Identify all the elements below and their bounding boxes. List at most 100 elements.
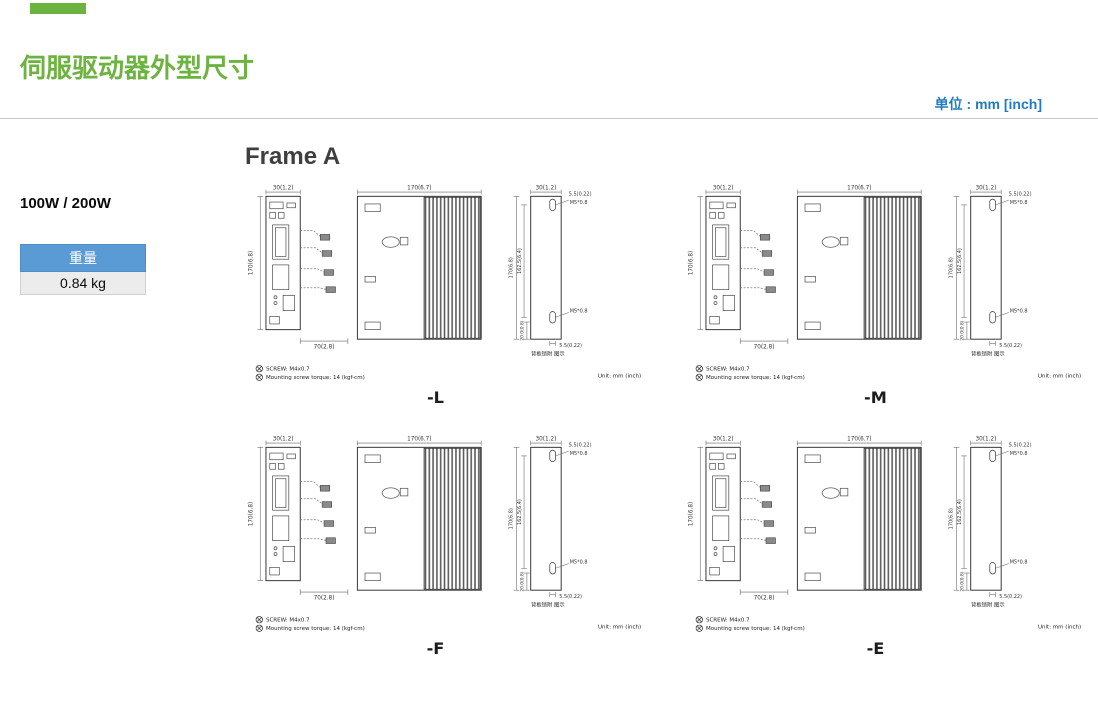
screw-icon: [695, 365, 703, 373]
frame-title: Frame A: [245, 143, 341, 170]
dim-front-height: 170(6.8): [689, 251, 695, 275]
weight-value: 0.84 kg: [20, 272, 146, 295]
dim-side-depth: 170(6.7): [847, 436, 871, 442]
side-dimension-lines: [357, 189, 482, 195]
screw-note: SCREW: M4x0.7: [266, 367, 310, 373]
rear-caption: 背板锁附 图示: [531, 600, 565, 608]
rear-dimension-lines: [953, 189, 1009, 346]
rear-dimension-lines: [953, 440, 1009, 597]
rear-view: [970, 446, 1002, 591]
dim-front-width: 30(1.2): [273, 436, 294, 442]
cable-plugs: [319, 484, 336, 544]
dim-rear-slot-top: 5.5(0.22): [569, 442, 592, 448]
unit-footnote: Unit: mm (inch): [598, 624, 641, 630]
dim-front-height: 170(6.8): [689, 502, 695, 526]
dim-rear-slot-top: 5.5(0.22): [1009, 442, 1032, 448]
rear-view: [530, 446, 562, 591]
dim-cable-width: 70(2.8): [754, 595, 775, 601]
rear-caption: 背板锁附 图示: [971, 600, 1005, 608]
rear-view: [530, 195, 562, 340]
dim-rear-screw-top: M5*0.8: [1010, 451, 1028, 457]
dim-front-height: 170(6.8): [249, 251, 255, 275]
front-dimension-lines: [697, 440, 789, 595]
side-dimension-lines: [357, 440, 482, 446]
dim-rear-slot-bottom: 5.5(0.22): [999, 343, 1022, 349]
page-title: 伺服驱动器外型尺寸: [20, 53, 255, 83]
dim-rear-width: 30(1.2): [536, 186, 557, 192]
unit-footnote: Unit: mm (inch): [598, 373, 641, 379]
front-view-details: [709, 201, 736, 325]
dim-rear-height: 170(6.8): [949, 508, 955, 529]
torque-icon: [695, 373, 703, 381]
dim-rear-screw-bottom: M5*0.8: [570, 309, 588, 315]
dim-rear-mount-span: 162.5(6.4): [517, 499, 523, 525]
top-accent-bar: [30, 3, 86, 14]
side-dimension-lines: [797, 440, 922, 446]
unit-footnote: Unit: mm (inch): [1038, 373, 1081, 379]
dim-rear-slot-top: 5.5(0.22): [1009, 191, 1032, 197]
torque-icon: [255, 373, 263, 381]
rear-caption: 背板锁附 图示: [531, 349, 565, 357]
dim-rear-slot-bottom: 5.5(0.22): [999, 594, 1022, 600]
front-dimension-lines: [697, 189, 789, 344]
dim-rear-slot-top: 5.5(0.22): [569, 191, 592, 197]
torque-icon: [255, 624, 263, 632]
dim-rear-height: 170(6.8): [509, 508, 515, 529]
drawing-E: 30(1.2) 170(6.8) 70(2.8): [685, 434, 1085, 659]
drawing-L: 30(1.2) 170(6.8) 70(2.8): [245, 183, 645, 408]
rear-caption: 背板锁附 图示: [971, 349, 1005, 357]
screw-note: SCREW: M4x0.7: [266, 617, 310, 623]
front-view-details: [269, 201, 296, 325]
dim-side-depth: 170(6.7): [407, 186, 431, 192]
dim-rear-bottom-offset: 20.0(0.8): [960, 571, 966, 591]
variant-label: -F: [427, 639, 445, 658]
dim-rear-slot-bottom: 5.5(0.22): [559, 594, 582, 600]
dim-rear-bottom-offset: 20.0(0.8): [960, 320, 966, 340]
dim-rear-mount-span: 162.5(6.4): [957, 248, 963, 274]
dim-front-width: 30(1.2): [713, 436, 734, 442]
unit-note: 单位 : mm [inch]: [934, 96, 1042, 112]
dim-rear-width: 30(1.2): [976, 186, 997, 192]
cable-plugs: [759, 484, 776, 544]
dim-front-width: 30(1.2): [273, 186, 294, 192]
sidebar: 100W / 200W 重量 0.84 kg: [0, 133, 245, 295]
torque-note: Mounting screw torque: 14 (kgf-cm): [266, 375, 365, 381]
dim-side-depth: 170(6.7): [847, 186, 871, 192]
variant-label: -L: [427, 388, 444, 407]
front-dimension-lines: [257, 189, 349, 344]
dim-rear-slot-bottom: 5.5(0.22): [559, 343, 582, 349]
rear-view: [970, 195, 1002, 340]
cable-lines: [300, 480, 328, 541]
screw-note: SCREW: M4x0.7: [706, 367, 750, 373]
rear-dimension-lines: [513, 440, 569, 597]
variant-label: -E: [867, 639, 885, 658]
power-rating: 100W / 200W: [20, 195, 111, 212]
side-view-details: [364, 203, 409, 330]
front-view-details: [269, 452, 296, 576]
dim-rear-screw-bottom: M5*0.8: [570, 559, 588, 565]
dim-front-height: 170(6.8): [249, 502, 255, 526]
dim-rear-height: 170(6.8): [509, 257, 515, 278]
screw-icon: [255, 615, 263, 624]
screw-icon: [255, 365, 263, 373]
content-area: 100W / 200W 重量 0.84 kg Frame A: [0, 133, 1098, 659]
dim-side-depth: 170(6.7): [407, 436, 431, 442]
drawing-M: 30(1.2) 170(6.8) 70(2.8): [685, 183, 1085, 408]
side-view: [356, 446, 482, 591]
torque-icon: [695, 624, 703, 632]
side-dimension-lines: [797, 189, 922, 195]
dim-cable-width: 70(2.8): [754, 345, 775, 351]
dim-front-width: 30(1.2): [713, 186, 734, 192]
variant-label: -M: [864, 388, 887, 407]
dim-cable-width: 70(2.8): [314, 345, 335, 351]
screw-icon: [695, 615, 703, 624]
front-view-details: [709, 452, 736, 576]
drawing-F: 30(1.2) 170(6.8) 70(2.8): [245, 434, 645, 659]
dim-rear-width: 30(1.2): [536, 436, 557, 442]
dim-rear-screw-top: M5*0.8: [570, 200, 588, 206]
side-view-details: [804, 454, 849, 581]
side-view: [796, 195, 922, 340]
front-dimension-lines: [257, 440, 349, 595]
main-area: Frame A: [245, 133, 1098, 659]
side-view: [796, 446, 922, 591]
